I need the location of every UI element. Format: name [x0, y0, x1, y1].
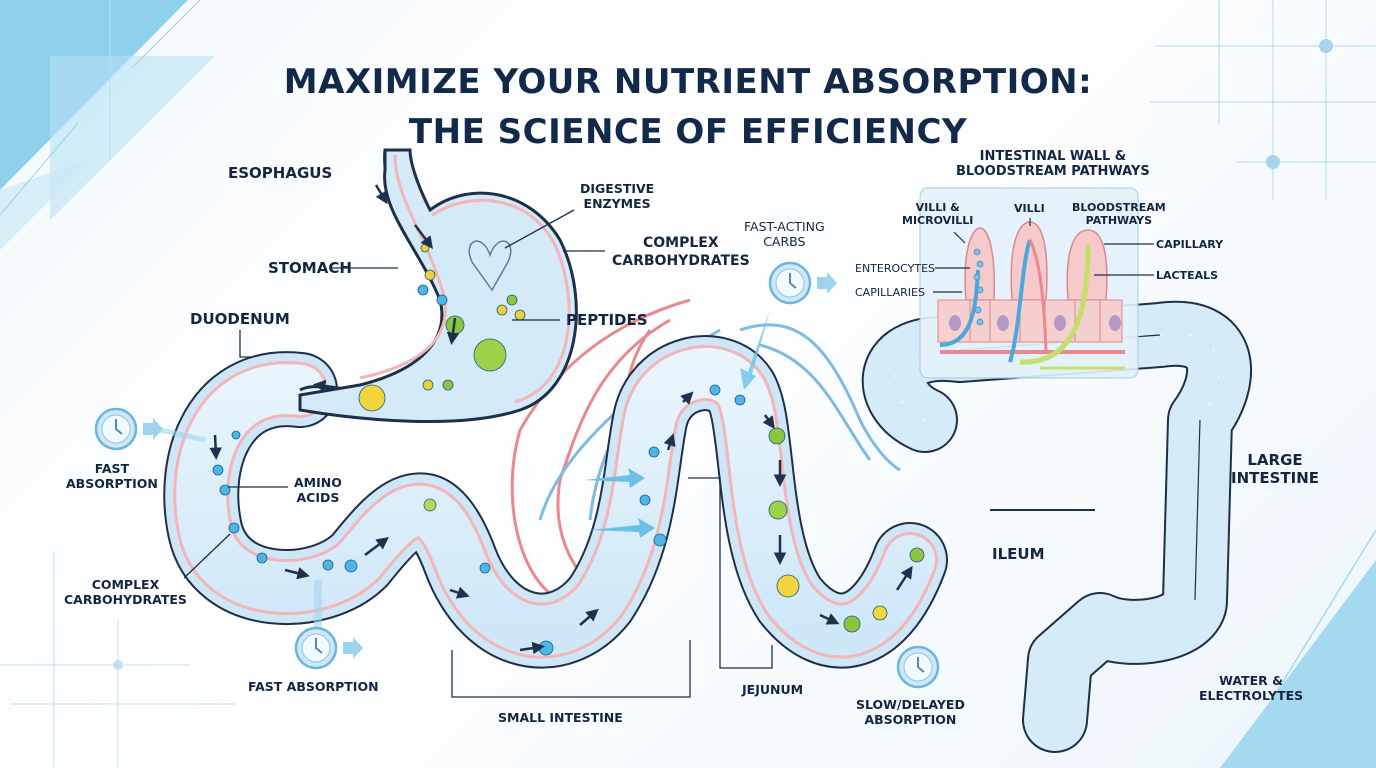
large-intestine [861, 300, 1252, 753]
label-lacteals: LACTEALS [1156, 269, 1219, 282]
label-stomach: STOMACH [268, 259, 352, 277]
inset-title: INTESTINAL WALL & BLOODSTREAM PATHWAYS [956, 149, 1150, 179]
label-peptides: PEPTIDES [566, 311, 648, 329]
label-slow-delayed-absorption: SLOW/DELAYED ABSORPTION [856, 697, 965, 727]
clock-icon [768, 261, 837, 305]
label-capillary: CAPILLARY [1156, 238, 1224, 251]
label-enterocytes: ENTEROCYTES [855, 262, 936, 275]
label-jejunum: JEJUNUM [742, 682, 804, 697]
nutrient-particles [212, 243, 925, 656]
clock-icon [896, 645, 940, 689]
label-small-intestine: SMALL INTESTINE [498, 710, 623, 725]
clock-icon [94, 407, 163, 451]
label-duodenum: DUODENUM [190, 310, 290, 328]
label-fast-absorption-left: FAST ABSORPTION [66, 461, 158, 491]
label-digestive-enzymes: DIGESTIVE ENZYMES [580, 181, 655, 211]
label-large-intestine: LARGE INTESTINE [1231, 451, 1320, 487]
small-intestine [163, 335, 948, 669]
label-ileum: ILEUM [992, 545, 1045, 563]
flow-arrows [209, 184, 913, 655]
stomach [298, 148, 578, 424]
page-title: MAXIMIZE YOUR NUTRIENT ABSORPTION: [283, 62, 1093, 102]
label-fast-absorption-bottom: FAST ABSORPTION [248, 679, 379, 694]
label-capillaries: CAPILLARIES [855, 286, 925, 299]
label-amino-acids: AMINO ACIDS [294, 475, 342, 505]
label-villi-microvilli: VILLI & MICROVILLI [902, 201, 974, 227]
page-subtitle: THE SCIENCE OF EFFICIENCY [408, 112, 968, 152]
label-water-electrolytes: WATER & ELECTROLYTES [1199, 673, 1304, 703]
leader-lines [183, 209, 1095, 698]
clock-icon [294, 626, 363, 670]
label-villi: VILLI [1014, 202, 1045, 215]
label-fast-acting-carbs: FAST-ACTING CARBS [744, 219, 825, 249]
intestinal-wall-inset [919, 187, 1154, 379]
label-complex-carbohydrates-bottom: COMPLEX CARBOHYDRATES [64, 577, 187, 607]
label-complex-carbohydrates-top: COMPLEX CARBOHYDRATES [612, 235, 750, 269]
absorption-arrows [159, 310, 770, 630]
label-esophagus: ESOPHAGUS [228, 164, 333, 182]
label-bloodstream-pathways: BLOODSTREAM PATHWAYS [1072, 201, 1166, 227]
